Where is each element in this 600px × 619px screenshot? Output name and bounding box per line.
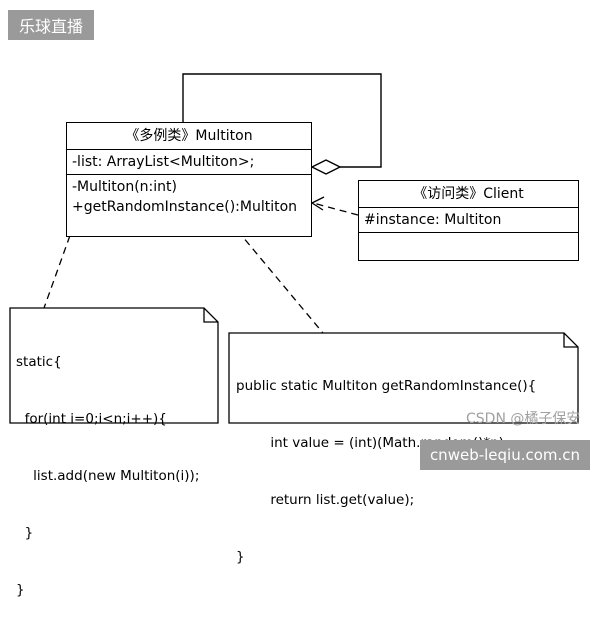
multiton-attribute-list: -list: ArrayList<Multiton>; — [72, 154, 255, 170]
aggregation-diamond — [310, 159, 342, 175]
note-static-line: static{ — [16, 354, 62, 370]
watermark-credit: CSDN @橘子保安 — [466, 411, 581, 427]
multiton-class-box: 《多例类》Multiton -list: ArrayList<Multiton>… — [66, 122, 312, 237]
client-attributes: #instance: Multiton — [359, 207, 578, 232]
note-static-shape — [9, 307, 219, 424]
note-static-text: static{ for(int i=0;i<n;i++){ list.add(n… — [16, 315, 199, 619]
multiton-operations: -Multiton(n:int) +getRandomInstance():Mu… — [67, 174, 311, 219]
multiton-operation-getrandominstance: +getRandomInstance():Multiton — [72, 199, 298, 215]
watermark-bottom-right: cnweb-leqiu.com.cn — [420, 440, 590, 470]
note-static-line: } — [16, 582, 25, 598]
note-method-line: public static Multiton getRandomInstance… — [236, 378, 537, 394]
dependency-line — [312, 202, 359, 216]
note-method-line: } — [236, 549, 245, 565]
note-method-line: return list.get(value); — [236, 492, 415, 508]
note-static-line: for(int i=0;i<n;i++){ — [16, 411, 167, 427]
note-method-shape — [228, 332, 579, 424]
note-static-line: list.add(new Multiton(i)); — [16, 468, 200, 484]
watermark-top-left: 乐球直播 — [8, 10, 94, 40]
multiton-attributes: -list: ArrayList<Multiton>; — [67, 149, 311, 174]
client-attribute-instance: #instance: Multiton — [364, 212, 502, 228]
client-class-title: 《访问类》Client — [413, 186, 524, 202]
self-association-line — [182, 73, 382, 168]
client-operations — [359, 232, 578, 258]
multiton-operation-constructor: -Multiton(n:int) — [72, 179, 177, 195]
dependency-arrowhead — [310, 196, 325, 211]
note-static-line: } — [16, 525, 34, 541]
multiton-class-title: 《多例类》Multiton — [125, 128, 253, 144]
client-class-box: 《访问类》Client #instance: Multiton — [358, 180, 579, 261]
